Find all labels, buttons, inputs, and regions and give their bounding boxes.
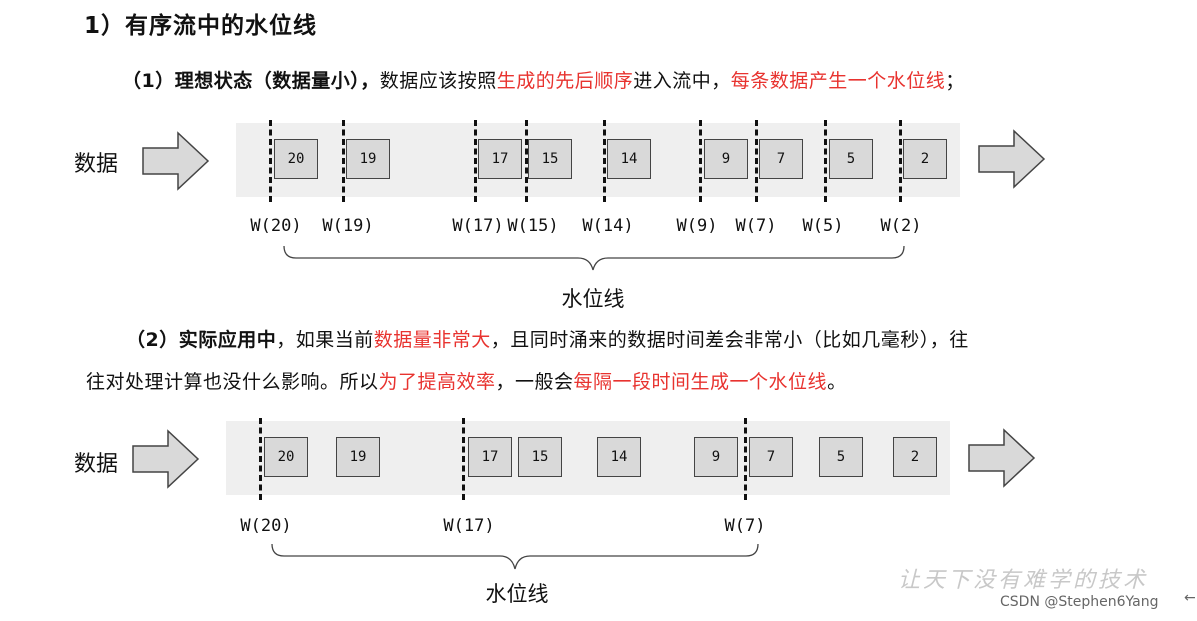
diagram2-event-5: 5 (819, 437, 863, 477)
diagram1-event-20: 20 (274, 139, 318, 179)
diagram1-watermark-label-17: W(17) (452, 216, 504, 236)
diagram1-output-arrow (978, 129, 1046, 189)
diagram1-event-2: 2 (903, 139, 947, 179)
diagram1-watermark-label-5: W(5) (802, 216, 844, 236)
para2-text-1: ，如果当前 (276, 329, 374, 351)
diagram2-row-label: 数据 (74, 452, 119, 477)
diagram2-event-2: 2 (893, 437, 937, 477)
diagram2-event-9: 9 (694, 437, 738, 477)
watermark-slogan: 让天下没有难学的技术 (898, 568, 1149, 593)
paragraph-ideal: （1）理想状态（数据量小），数据应该按照生成的先后顺序进入流中，每条数据产生一个… (122, 66, 965, 93)
diagram1-watermark-label-19: W(19) (322, 216, 374, 236)
para2-text-4: ，一般会 (495, 371, 574, 393)
diagram2-watermark-line-20 (259, 418, 262, 500)
diagram1-event-9: 9 (704, 139, 748, 179)
diagram2-watermark-line-7 (744, 418, 747, 500)
diagram2-brace-label: 水位线 (485, 582, 549, 606)
diagram1-event-17: 17 (478, 139, 522, 179)
diagram1-watermark-line-19 (342, 120, 345, 202)
para1-highlight-1: 生成的先后顺序 (496, 70, 634, 92)
diagram1-watermark-label-7: W(7) (735, 216, 777, 236)
diagram2-event-17: 17 (468, 437, 512, 477)
para1-text-3: ； (945, 70, 965, 92)
diagram1-input-arrow (142, 131, 210, 191)
para1-text-1: 数据应该按照 (379, 70, 497, 92)
para2-highlight-1: 数据量非常大 (373, 329, 491, 351)
diagram1-watermark-line-17 (474, 120, 477, 202)
diagram2-event-14: 14 (597, 437, 641, 477)
diagram1-event-14: 14 (607, 139, 651, 179)
diagram1-event-15: 15 (528, 139, 572, 179)
diagram1-watermark-label-9: W(9) (676, 216, 718, 236)
para1-highlight-2: 每条数据产生一个水位线 (730, 70, 946, 92)
para2-text-5: 。 (827, 371, 847, 393)
diagram1-watermark-label-15: W(15) (507, 216, 559, 236)
diagram1-watermark-label-14: W(14) (582, 216, 634, 236)
collapse-arrow-icon[interactable]: ← (1184, 590, 1196, 606)
para2-highlight-3: 每隔一段时间生成一个水位线 (573, 371, 828, 393)
para1-text-2: 进入流中， (633, 70, 731, 92)
diagram2-watermark-label-20: W(20) (240, 516, 292, 536)
para2-highlight-2: 为了提高效率 (378, 371, 496, 393)
diagram1-event-7: 7 (759, 139, 803, 179)
diagram2-watermark-line-17 (462, 418, 465, 500)
diagram1-watermark-line-9 (699, 120, 702, 202)
diagram1-event-5: 5 (829, 139, 873, 179)
diagram2-output-arrow (968, 428, 1036, 488)
diagram2-event-19: 19 (336, 437, 380, 477)
diagram1-watermark-line-7 (755, 120, 758, 202)
diagram1-watermark-line-14 (603, 120, 606, 202)
section-title: 1）有序流中的水位线 (84, 13, 318, 39)
diagram1-watermark-line-5 (824, 120, 827, 202)
diagram1-watermark-label-20: W(20) (250, 216, 302, 236)
para2-text-2: ，且同时涌来的数据时间差会非常小（比如几毫秒），往 (490, 329, 969, 351)
csdn-credit: CSDN @Stephen6Yang (1000, 594, 1159, 610)
diagram2-curly-brace (271, 543, 759, 570)
paragraph-real-line2: 往对处理计算也没什么影响。所以为了提高效率，一般会每隔一段时间生成一个水位线。 (86, 367, 847, 394)
diagram1-brace-label: 水位线 (561, 287, 625, 311)
diagram2-event-20: 20 (264, 437, 308, 477)
diagram2-input-arrow (132, 429, 200, 489)
para2-text-3: 往对处理计算也没什么影响。所以 (86, 371, 379, 393)
diagram1-curly-brace (283, 245, 905, 271)
paragraph-real-line1: （2）实际应用中，如果当前数据量非常大，且同时涌来的数据时间差会非常小（比如几毫… (126, 325, 969, 352)
diagram1-watermark-label-2: W(2) (880, 216, 922, 236)
para1-lead: （1）理想状态（数据量小）， (122, 70, 380, 92)
para2-lead: （2）实际应用中 (126, 329, 277, 351)
diagram2-watermark-label-17: W(17) (443, 516, 495, 536)
diagram1-watermark-line-20 (269, 120, 272, 202)
diagram1-watermark-line-2 (899, 120, 902, 202)
diagram1-watermark-line-15 (525, 120, 528, 202)
diagram2-watermark-label-7: W(7) (724, 516, 766, 536)
diagram2-event-7: 7 (749, 437, 793, 477)
diagram2-event-15: 15 (518, 437, 562, 477)
diagram1-row-label: 数据 (74, 152, 119, 177)
diagram1-event-19: 19 (346, 139, 390, 179)
